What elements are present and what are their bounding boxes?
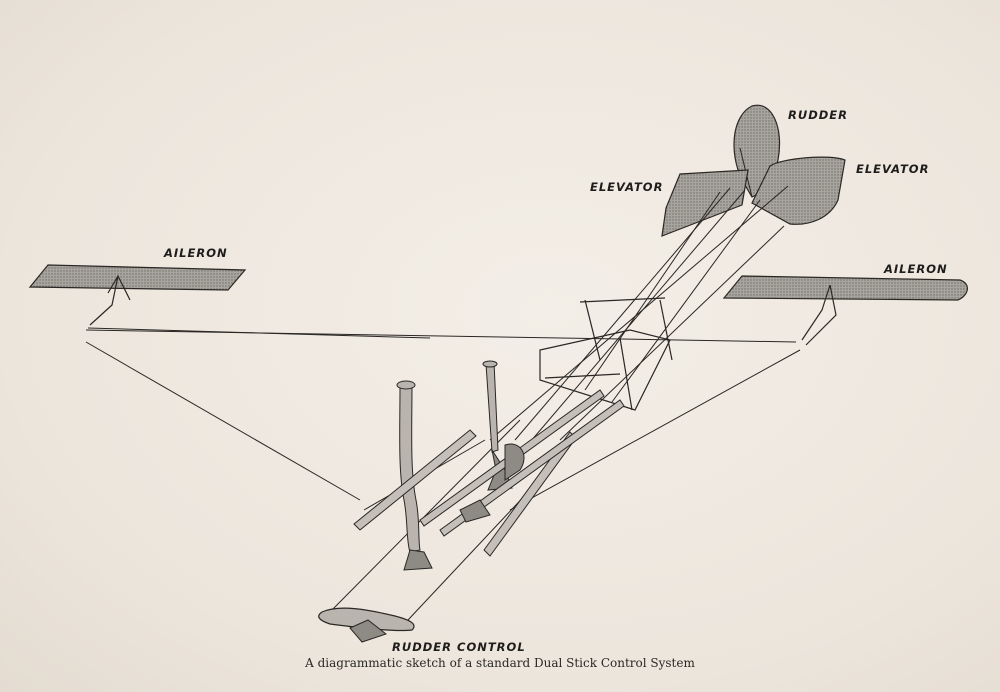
bracing-frame (539, 297, 673, 411)
rudder-control-label: RUDDER CONTROL (392, 640, 526, 654)
aileron-right-label: AILERON (884, 262, 948, 276)
figure-caption: A diagrammatic sketch of a standard Dual… (305, 656, 695, 670)
rudder-label: RUDDER (788, 108, 848, 122)
control-cables (85, 185, 801, 621)
elevator-right-label: ELEVATOR (856, 162, 930, 176)
bell-crank (459, 443, 525, 523)
front-control-stick (396, 380, 433, 571)
aileron-left-surface (28, 264, 247, 326)
aileron-right-surface (722, 275, 968, 346)
aileron-left-label: AILERON (164, 246, 228, 260)
rudder-bar (318, 607, 415, 643)
elevator-left-label: ELEVATOR (590, 180, 664, 194)
rear-control-stick (482, 360, 513, 491)
elevator-right-surface (751, 156, 846, 225)
elevator-left-surface (661, 169, 749, 237)
